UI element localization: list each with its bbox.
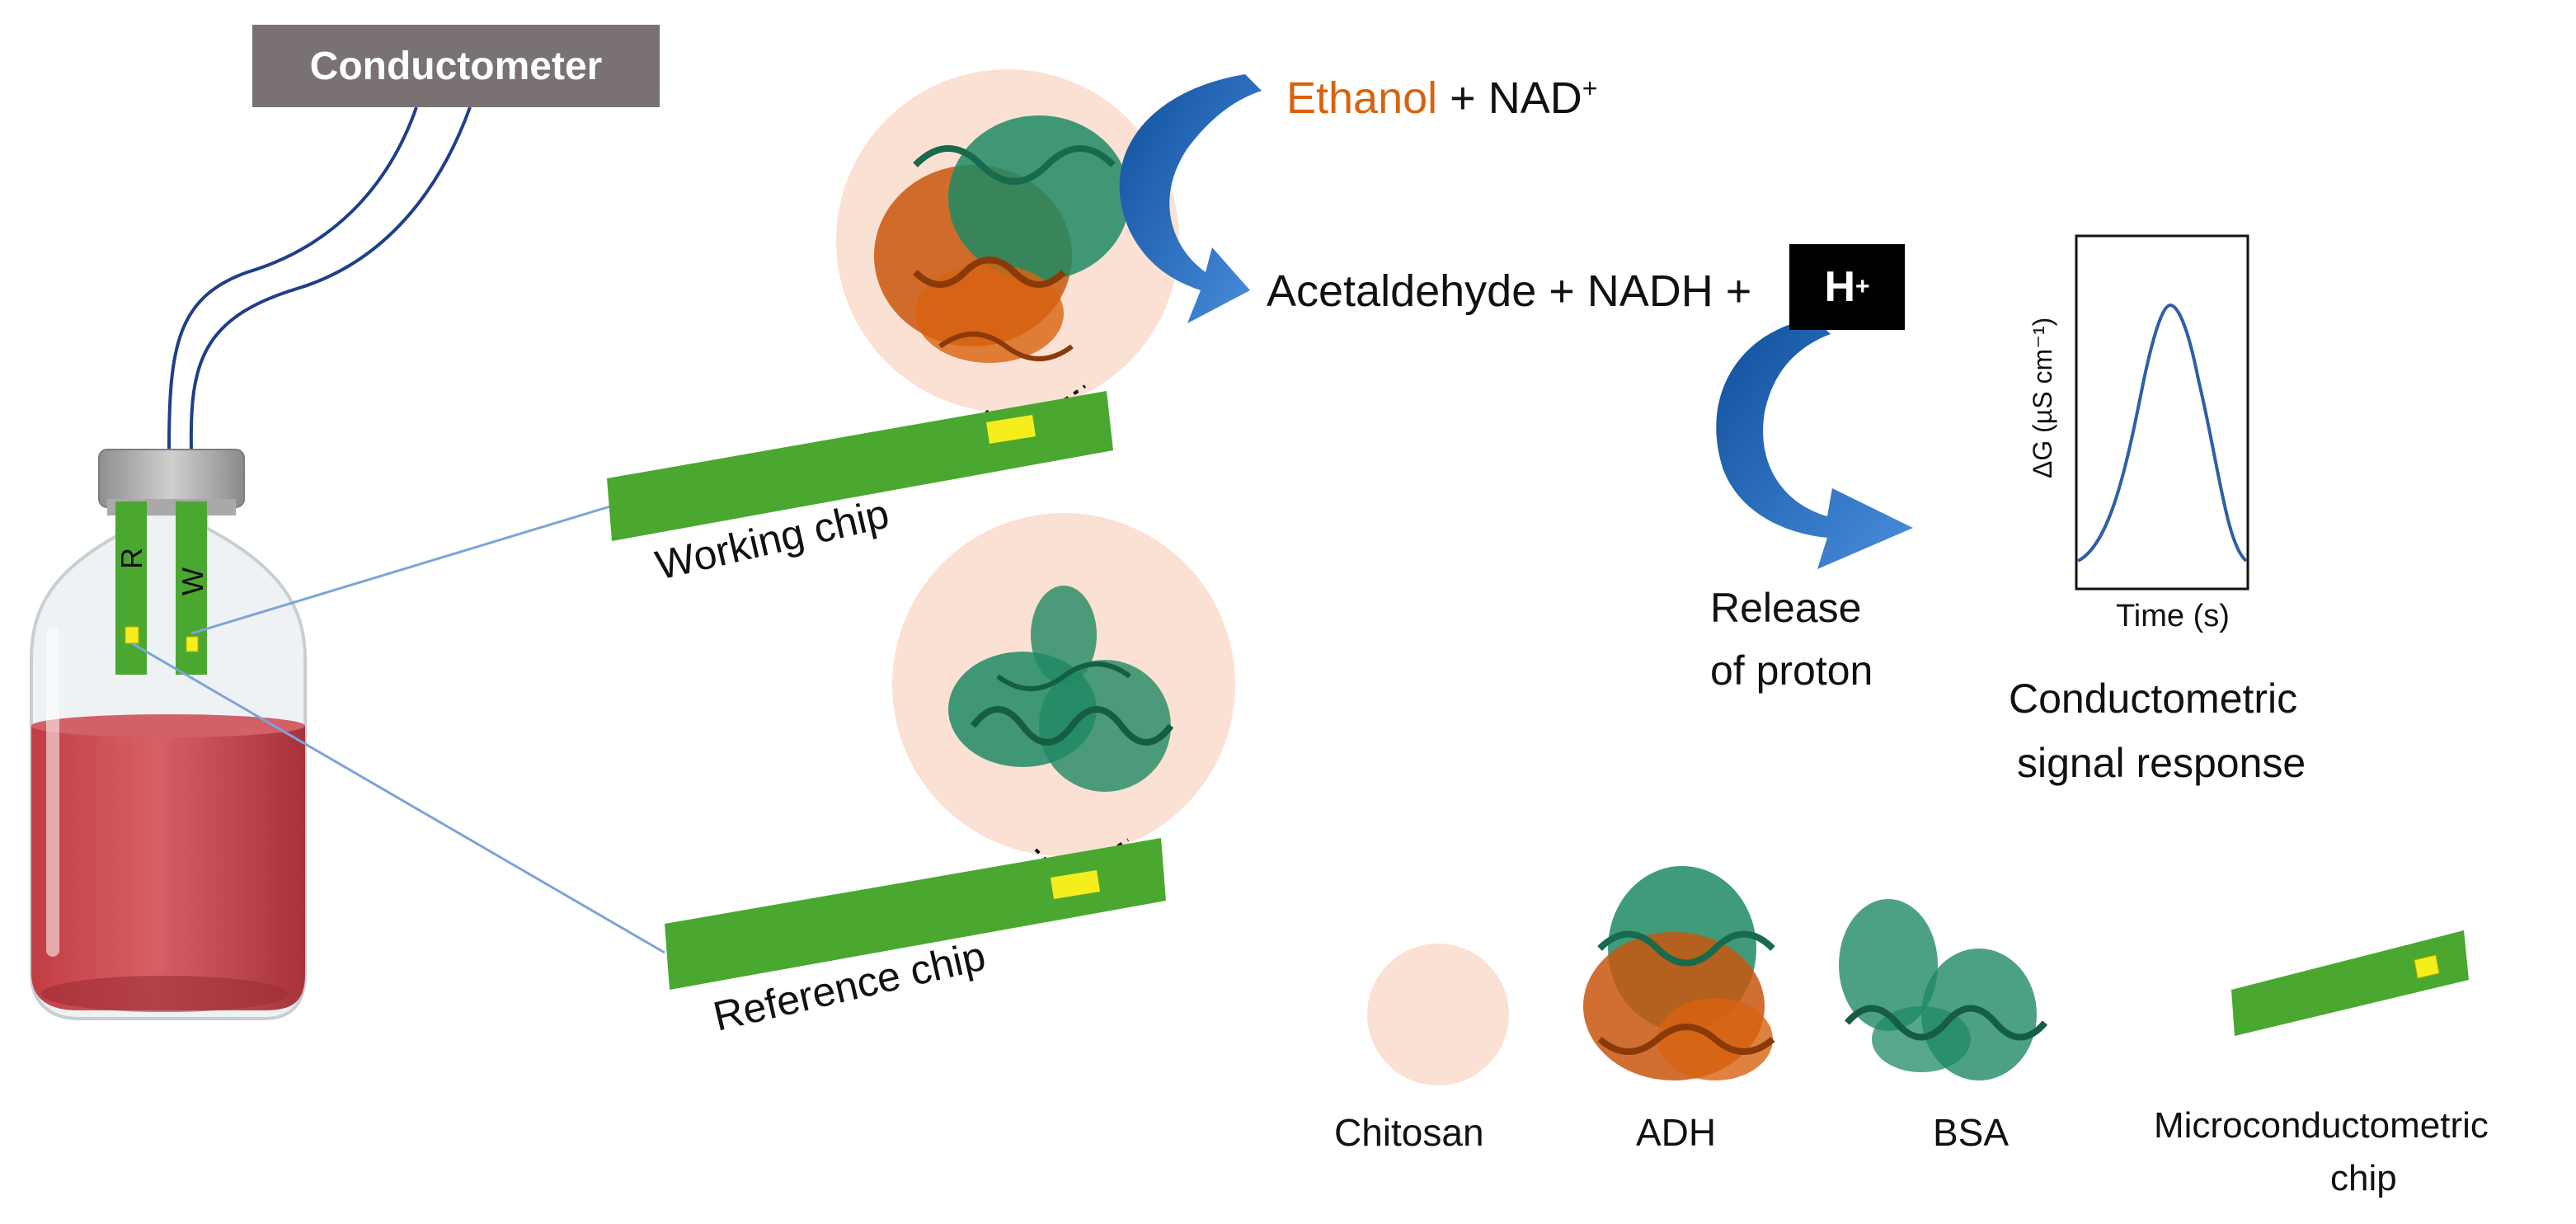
legend-adh-icon bbox=[1583, 866, 1775, 1080]
working-chip bbox=[607, 391, 1113, 541]
legend-chip-icon bbox=[2231, 930, 2469, 1036]
reference-chip-bsa-sphere bbox=[892, 513, 1235, 882]
sample-bottle bbox=[30, 449, 307, 1020]
release-line1: Release bbox=[1710, 585, 1862, 631]
legend-chip-label-line2: chip bbox=[2330, 1158, 2397, 1198]
graph-ylabel: ΔG (µS cm⁻¹) bbox=[2028, 318, 2057, 478]
bottle-liquid bbox=[31, 726, 305, 1010]
adh-protein-icon bbox=[874, 115, 1130, 363]
cable-wires bbox=[167, 106, 472, 450]
proton-box: H+ bbox=[1789, 244, 1905, 330]
legend-bsa-icon bbox=[1839, 899, 2048, 1080]
proton-release-arrow-icon bbox=[1716, 318, 1913, 569]
legend-chip-label-line1: Microconductometric bbox=[2154, 1105, 2489, 1146]
reactant-rest: + NAD bbox=[1437, 73, 1582, 123]
reactant-sup: + bbox=[1582, 73, 1598, 103]
signal-graph bbox=[2075, 234, 2249, 591]
legend-adh-label: ADH bbox=[1636, 1111, 1717, 1154]
graph-xlabel: Time (s) bbox=[2116, 599, 2230, 633]
legend-chitosan-icon bbox=[1367, 944, 1509, 1085]
electrode-W-label: W bbox=[176, 567, 209, 596]
callout-lines bbox=[131, 505, 665, 954]
products-text: Acetaldehyde + NADH + bbox=[1267, 266, 1752, 316]
electrode-R bbox=[115, 501, 147, 675]
graph-caption-line1: Conductometric bbox=[2009, 676, 2298, 722]
working-chip-enzyme-sphere bbox=[836, 69, 1179, 441]
graph-caption-line2: signal response bbox=[2017, 740, 2306, 786]
reference-chip bbox=[665, 838, 1166, 990]
reaction-products: Acetaldehyde + NADH + bbox=[1267, 266, 1751, 317]
conductometer-label-box: Conductometer bbox=[252, 25, 660, 107]
proton-symbol: H bbox=[1824, 263, 1856, 311]
legend-chitosan-label: Chitosan bbox=[1334, 1111, 1484, 1154]
conductometer-label: Conductometer bbox=[309, 44, 603, 88]
electrode-R-label: R bbox=[115, 548, 148, 569]
release-line2: of proton bbox=[1710, 647, 1873, 694]
reaction-arrow-icon bbox=[1119, 74, 1262, 323]
bsa-protein-icon bbox=[948, 586, 1174, 792]
electrode-W bbox=[176, 501, 207, 675]
substrate-ethanol: Ethanol bbox=[1286, 73, 1438, 123]
bottle-cap bbox=[98, 449, 245, 508]
proton-sup: + bbox=[1855, 273, 1870, 300]
reaction-reactants: Ethanol + NAD+ bbox=[1286, 73, 1597, 124]
legend-bsa-label: BSA bbox=[1933, 1111, 2010, 1154]
signal-curve bbox=[2077, 303, 2248, 563]
